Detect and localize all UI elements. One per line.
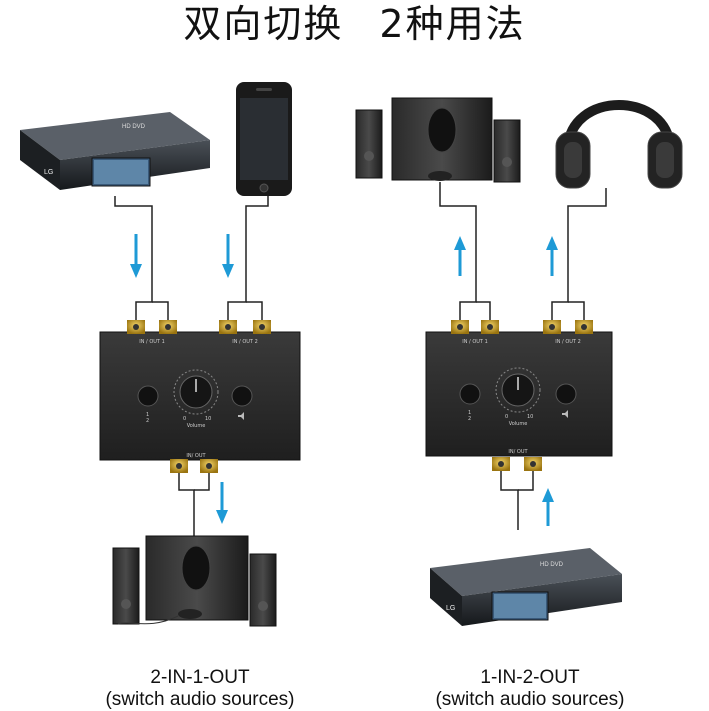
title-part-1: 双向切换 <box>183 2 344 46</box>
right-output-cables <box>439 182 607 322</box>
mute-button-right <box>555 383 577 405</box>
right-output-arrows <box>454 236 558 276</box>
selector-label-2: 2 <box>146 418 149 424</box>
knob-max-label-right: 10 <box>527 414 533 420</box>
rca-port-group-top-2 <box>219 320 271 334</box>
port-label-top-2: IN / OUT 2 <box>232 339 258 345</box>
selector-button <box>137 385 159 407</box>
mode-note-left: (switch audio sources) <box>105 689 295 710</box>
port-label-top-1: IN / OUT 1 <box>139 339 165 345</box>
knob-label-right: Volume <box>509 421 528 427</box>
headphones-output-2 <box>555 100 683 189</box>
dvd-player-source-1: LG HD DVD <box>20 112 210 190</box>
speaker-mute-icon <box>238 412 244 420</box>
knob-max-label: 10 <box>205 416 211 422</box>
selector-label-1: 1 <box>146 412 149 418</box>
knob-min-label-right: 0 <box>505 414 508 420</box>
left-input-cables <box>114 196 269 322</box>
right-input-arrow <box>542 488 554 526</box>
port-label-top-2-right: IN / OUT 2 <box>555 339 581 345</box>
mode-note-right: (switch audio sources) <box>435 689 625 710</box>
rca-port-group-bottom <box>170 459 218 473</box>
mode-label-right: 1-IN-2-OUT <box>480 667 580 688</box>
mute-button <box>231 385 253 407</box>
rca-port-group-top-1-right <box>451 320 499 334</box>
title-part-2: 2种用法 <box>379 2 526 46</box>
speaker-system-output <box>112 535 277 627</box>
knob-min-label: 0 <box>183 416 186 422</box>
speaker-system-output-1 <box>355 97 521 183</box>
port-label-top-1-right: IN / OUT 1 <box>462 339 488 345</box>
port-label-bottom: IN/ OUT <box>186 453 206 459</box>
left-input-arrows <box>130 234 234 278</box>
rca-port-group-bottom-right <box>492 457 542 471</box>
rca-port-group-top-2-right <box>543 320 593 334</box>
dvd-model-label-right: HD DVD <box>540 562 564 568</box>
mode-label-left: 2-IN-1-OUT <box>150 667 250 688</box>
selector-label-2-right: 2 <box>468 416 471 422</box>
speaker-mute-icon-right <box>562 410 568 418</box>
dvd-brand-label-right: LG <box>446 605 455 612</box>
caption-left: 2-IN-1-OUT (switch audio sources) <box>60 667 340 711</box>
port-label-bottom-right: IN/ OUT <box>508 449 528 455</box>
selector-button-right <box>459 383 481 405</box>
dvd-player-source-right: LG HD DVD <box>430 548 622 626</box>
right-input-cable <box>500 471 534 530</box>
dvd-brand-label: LG <box>44 169 53 176</box>
phone-source-2 <box>236 82 292 196</box>
selector-label-1-right: 1 <box>468 410 471 416</box>
left-output-cable <box>178 473 210 540</box>
left-output-arrow <box>216 482 228 524</box>
audio-switch-device-right: IN / OUT 1 IN / OUT 2 1 2 0 10 Volume IN… <box>425 320 613 471</box>
dvd-model-label: HD DVD <box>122 124 146 130</box>
page-title: 双向切换 2种用法 <box>0 0 709 48</box>
caption-right: 1-IN-2-OUT (switch audio sources) <box>390 667 670 711</box>
rca-port-group-top-1 <box>127 320 177 334</box>
knob-label: Volume <box>187 423 206 429</box>
audio-switch-device-left: IN / OUT 1 IN / OUT 2 1 2 0 10 Volume IN… <box>99 320 301 473</box>
